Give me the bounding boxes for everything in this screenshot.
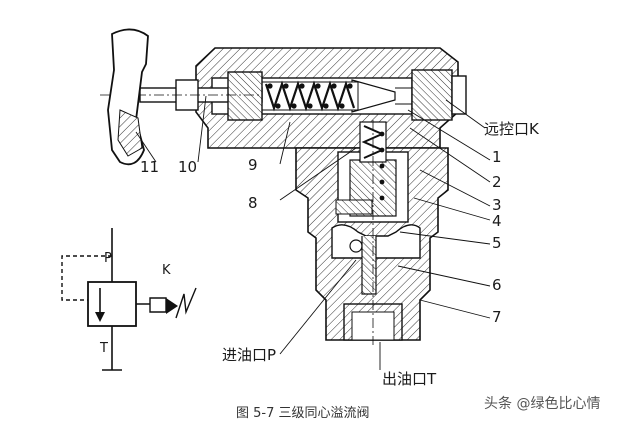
label-part-5: 5: [492, 234, 502, 252]
figure-caption: 图 5-7 三级同心溢流阀: [236, 406, 370, 421]
label-part-10: 10: [178, 158, 197, 176]
label-outlet-port: 出油口T: [382, 370, 437, 388]
label-part-8: 8: [248, 194, 258, 212]
label-part-9: 9: [248, 156, 258, 174]
label-part-7: 7: [492, 308, 502, 326]
pilot-spring: [261, 80, 359, 112]
label-part-2: 2: [492, 173, 502, 191]
label-part-3: 3: [492, 196, 502, 214]
symbol-t-label: T: [99, 341, 108, 356]
label-part-4: 4: [492, 212, 502, 230]
label-part-6: 6: [492, 276, 502, 294]
handwheel: [107, 28, 149, 166]
relief-valve-symbol: P T K: [61, 228, 197, 371]
leader-lines: [135, 95, 491, 370]
label-part-11: 11: [140, 158, 159, 176]
watermark: 头条 @绿色比心情: [484, 395, 600, 412]
symbol-k-label: K: [162, 263, 171, 278]
symbol-p-label: P: [104, 251, 112, 266]
label-inlet-port: 进油口P: [222, 346, 276, 364]
label-part-1: 1: [492, 148, 502, 166]
label-remote-port: 远控口K: [484, 120, 540, 138]
valve-body-lower: [295, 120, 449, 345]
